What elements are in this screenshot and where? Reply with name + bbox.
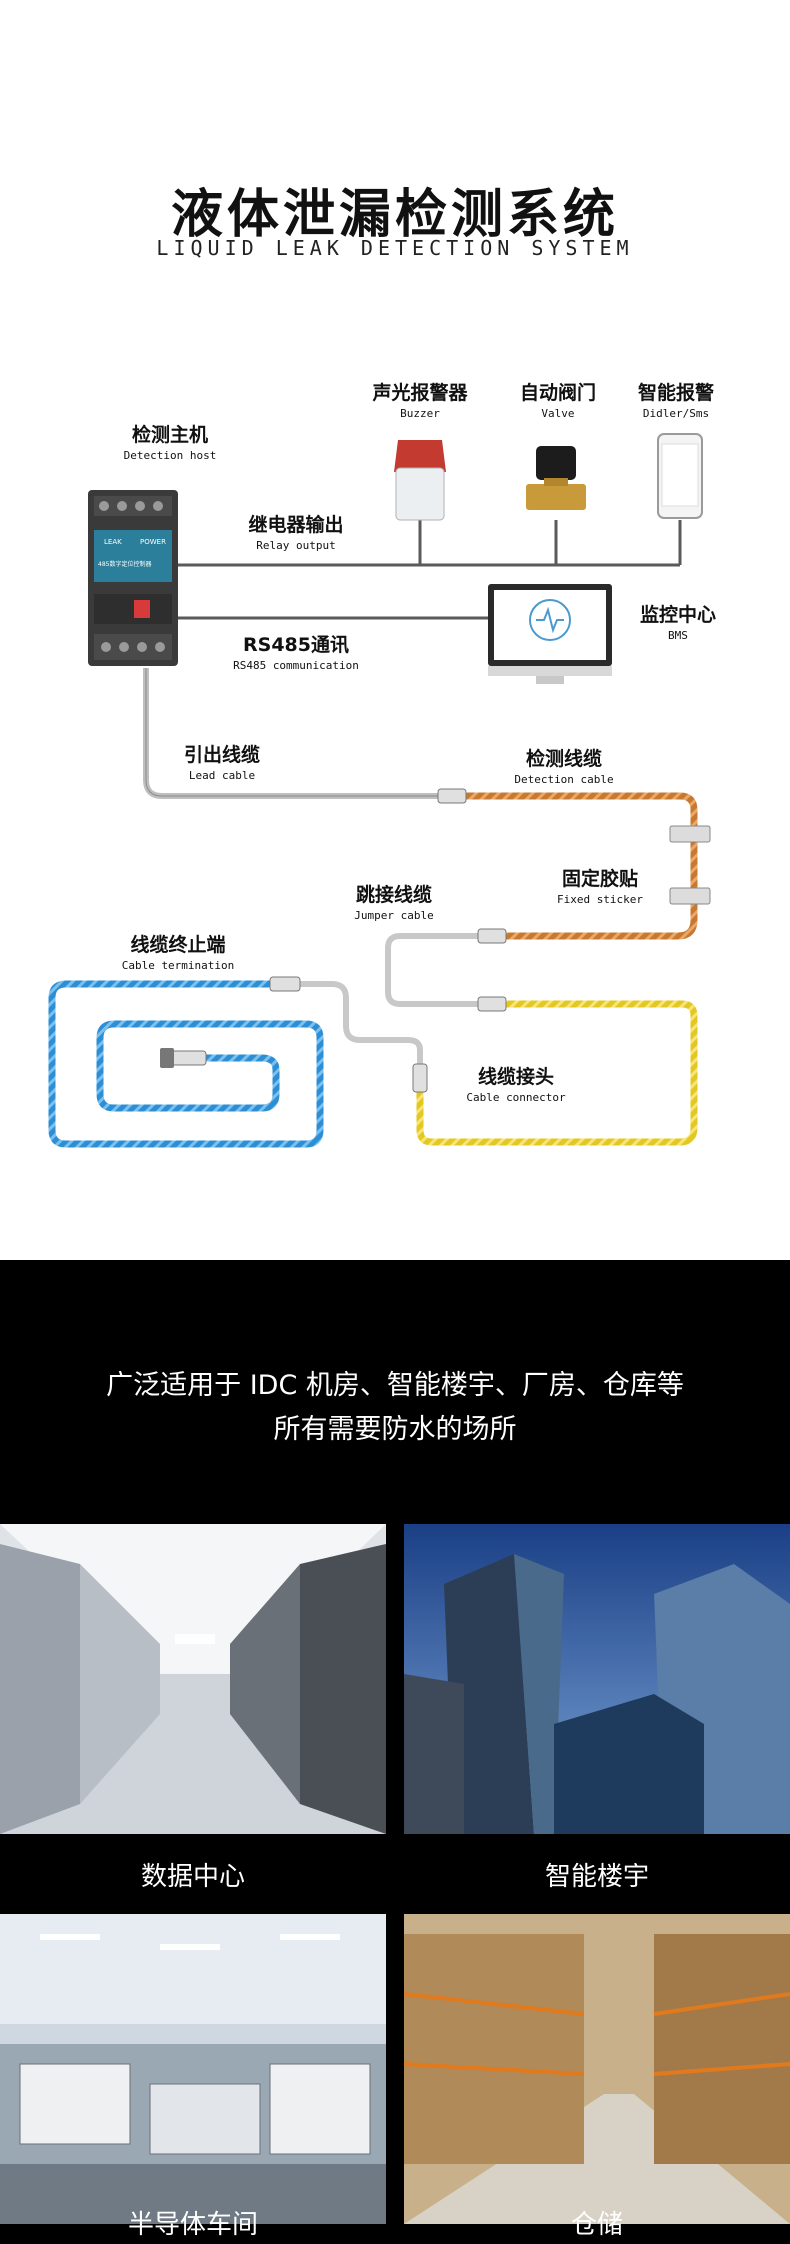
connector-icon [169, 788, 507, 1093]
page-subtitle: LIQUID LEAK DETECTION SYSTEM [156, 236, 634, 260]
warehouse-photo [404, 1914, 790, 2224]
buzzer-icon [394, 440, 446, 521]
smartphone-icon [657, 433, 703, 519]
relay-output-lines [178, 520, 682, 567]
rs485-label: RS485通讯 RS485 communication [233, 634, 359, 672]
lead-cable-label: 引出线缆 Lead cable [183, 744, 261, 782]
yellow-detection-cable [416, 1000, 698, 1146]
cable-connector-label: 线缆接头 Cable connector [466, 1066, 566, 1104]
applications-slogan: 广泛适用于 IDC 机房、智能楼宇、厂房、仓库等 所有需要防水的场所 [0, 1364, 790, 1452]
power-indicator-label: POWER [140, 538, 166, 546]
fixed-sticker-label: 固定胶贴 Fixed sticker [556, 868, 644, 906]
slogan-line-1: 广泛适用于 IDC 机房、智能楼宇、厂房、仓库等 [106, 1370, 684, 1401]
page-title: 液体泄漏检测系统 [170, 184, 619, 245]
termination-plug-icon [160, 1048, 174, 1068]
sms-alarm-label: 智能报警 Didler/Sms [637, 382, 715, 420]
buzzer-label: 声光报警器 Buzzer [372, 382, 468, 420]
fixed-sticker-icon [669, 825, 711, 905]
detection-host-device: LEAK POWER 485数字定位控制器 [88, 490, 178, 666]
applications-section: 广泛适用于 IDC 机房、智能楼宇、厂房、仓库等 所有需要防水的场所 [0, 1260, 790, 2244]
detection-host-label: 检测主机 Detection host [123, 424, 217, 462]
connector-cable [300, 981, 423, 1064]
bms-label: 监控中心 BMS [639, 604, 717, 642]
detection-cable-label: 检测线缆 Detection cable [514, 748, 614, 786]
jumper-cable-label: 跳接线缆 Jumper cable [354, 884, 434, 922]
slogan-line-2: 所有需要防水的场所 [273, 1414, 517, 1445]
diagram-section: 液体泄漏检测系统 LIQUID LEAK DETECTION SYSTEM [48, 184, 717, 1148]
detection-cable [466, 792, 698, 940]
warehouse-caption: 仓储 [570, 2210, 623, 2240]
semiconductor-workshop-photo [0, 1914, 386, 2224]
semiconductor-workshop-caption: 半导体车间 [127, 2210, 258, 2240]
device-model-label: 485数字定位控制器 [98, 560, 151, 568]
leak-indicator-label: LEAK [104, 538, 122, 546]
data-center-photo [0, 1524, 386, 1834]
data-center-caption: 数据中心 [140, 1862, 245, 1892]
blue-detection-cable [48, 980, 324, 1148]
valve-label: 自动阀门 Valve [519, 382, 597, 420]
jumper-cable [385, 933, 478, 1007]
smart-building-caption: 智能楼宇 [544, 1862, 649, 1892]
valve-icon [526, 446, 586, 510]
relay-output-label: 继电器输出 Relay output [248, 514, 344, 552]
cable-termination-label: 线缆终止端 Cable termination [121, 934, 235, 972]
smart-building-photo [404, 1524, 790, 1834]
system-diagram: LEAK POWER 485数字定位控制器 [48, 433, 711, 1148]
monitor-icon [488, 584, 612, 684]
